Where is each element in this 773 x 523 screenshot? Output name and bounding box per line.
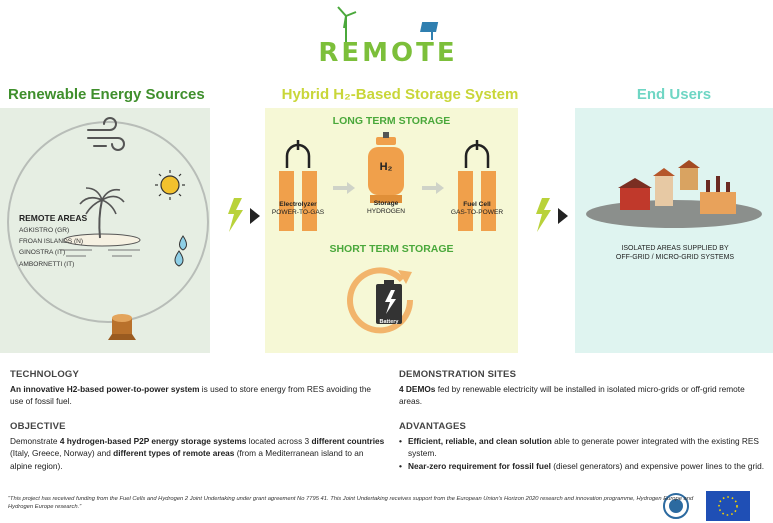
objective-body-2: located across 3 [246, 435, 312, 446]
advantage-item: Near-zero requirement for fossil fuel (d… [399, 460, 767, 473]
electrolyzer-icon [279, 140, 317, 231]
short-term-storage-title: SHORT TERM STORAGE [329, 243, 454, 255]
electrolyzer-name: Electrolyzer [279, 201, 317, 208]
end-users-panel [575, 108, 773, 353]
objective-bold-2: different countries [311, 435, 385, 446]
objective-bold-1: 4 hydrogen-based P2P energy storage syst… [59, 435, 247, 446]
objective-heading: OBJECTIVE [10, 421, 66, 432]
demo-sites-text: 4 DEMOs fed by renewable electricity wil… [399, 383, 767, 408]
sun-icon [155, 170, 185, 200]
lightning-arrow-left-icon [228, 198, 260, 232]
objective-section: OBJECTIVE Demonstrate 4 hydrogen-based P… [10, 421, 385, 472]
fuel-cell-sub: GAS-TO-POWER [450, 209, 504, 216]
advantages-section: ADVANTAGES Efficient, reliable, and clea… [399, 421, 767, 472]
technology-heading: TECHNOLOGY [10, 369, 80, 380]
end-users-column-title: End Users [636, 86, 712, 103]
fch-logo-icon [663, 493, 689, 519]
advantage-body-2: (diesel generators) and expensive power … [550, 460, 765, 471]
advantage-bold-1: Efficient, reliable, and clean solution [408, 435, 552, 446]
flow-arrow-icon [333, 182, 444, 194]
town-icon [586, 160, 762, 228]
remote-area-item: FROAN ISLANDS (N) [19, 238, 84, 246]
electrolyzer-label: Electrolyzer POWER-TO-GAS [271, 201, 325, 217]
technology-body: is used to store energy from RES avoidin… [10, 383, 372, 407]
solar-panel-icon [420, 22, 439, 40]
technology-section: TECHNOLOGY An innovative H2-based power-… [10, 369, 385, 408]
demo-sites-body: fed by renewable electricity will be ins… [399, 383, 745, 407]
advantages-heading: ADVANTAGES [399, 421, 467, 432]
fuel-cell-icon [458, 140, 496, 231]
remote-area-item: GINOSTRA (IT) [19, 249, 66, 257]
hydrogen-symbol: H₂ [379, 161, 393, 173]
hydrogen-cylinder-icon [368, 132, 404, 203]
demo-sites-heading: DEMONSTRATION SITES [399, 369, 517, 380]
demo-sites-section: DEMONSTRATION SITES 4 DEMOs fed by renew… [399, 369, 767, 408]
remote-area-item: AGKISTRO (GR) [19, 227, 70, 234]
advantage-body-1: able to generate power integrated with t… [408, 435, 759, 459]
end-users-label-line-2: OFF-GRID / MICRO-GRID SYSTEMS [615, 254, 735, 261]
battery-label: Battery [379, 319, 399, 325]
remote-logo: REMOTE [308, 4, 468, 68]
island-palm-icon [60, 187, 141, 257]
tree-stump-icon [108, 314, 136, 340]
electrolyzer-sub: POWER-TO-GAS [271, 209, 325, 216]
lightning-arrow-right-icon [536, 198, 568, 232]
end-users-label-line-1: ISOLATED AREAS SUPPLIED BY [621, 245, 729, 252]
technology-bold: An innovative H2-based power-to-power sy… [10, 383, 200, 394]
advantage-item: Efficient, reliable, and clean solution … [399, 435, 767, 460]
remote-area-item: AMBORNETTI (IT) [19, 260, 75, 268]
remote-areas-title: REMOTE AREAS [19, 213, 88, 223]
funding-footnote: “This project has received funding from … [8, 496, 694, 510]
storage-label: Storage HYDROGEN [364, 200, 408, 216]
wind-icon [87, 117, 125, 151]
objective-text: Demonstrate 4 hydrogen-based P2P energy … [10, 435, 385, 473]
storage-sub: HYDROGEN [366, 208, 406, 215]
fuel-cell-name: Fuel Cell [463, 201, 491, 208]
fuel-cell-label: Fuel Cell GAS-TO-POWER [446, 201, 508, 217]
battery-cycle-icon [347, 267, 414, 334]
objective-body-1: Demonstrate [10, 435, 60, 446]
eu-flag-icon [706, 491, 750, 521]
technology-text: An innovative H2-based power-to-power sy… [10, 383, 385, 408]
objective-bold-3: different types of remote areas [113, 448, 235, 458]
water-drops-icon [174, 235, 187, 267]
advantage-bold-2: Near-zero requirement for fossil fuel [408, 460, 551, 471]
long-term-storage-title: LONG TERM STORAGE [332, 115, 451, 127]
hybrid-column-title: Hybrid H₂-Based Storage System [281, 86, 519, 103]
storage-name: Storage [373, 200, 399, 207]
res-column-title: Renewable Energy Sources [8, 86, 205, 103]
demo-sites-bold: 4 DEMOs [399, 383, 436, 394]
remote-areas-list: AGKISTRO (GR) FROAN ISLANDS (N) GINOSTRA… [19, 225, 83, 270]
logo-text: REMOTE [318, 38, 458, 68]
objective-body-3: (Italy, Greece, Norway) and [10, 448, 114, 458]
objective-body-4: (from a Mediterranean island to an alpin… [10, 448, 364, 471]
end-users-label: ISOLATED AREAS SUPPLIED BY OFF-GRID / MI… [590, 244, 760, 262]
energy-cycle-ring [7, 121, 209, 323]
wind-turbine-icon [337, 6, 357, 42]
advantages-list: Efficient, reliable, and clean solution … [399, 435, 767, 473]
